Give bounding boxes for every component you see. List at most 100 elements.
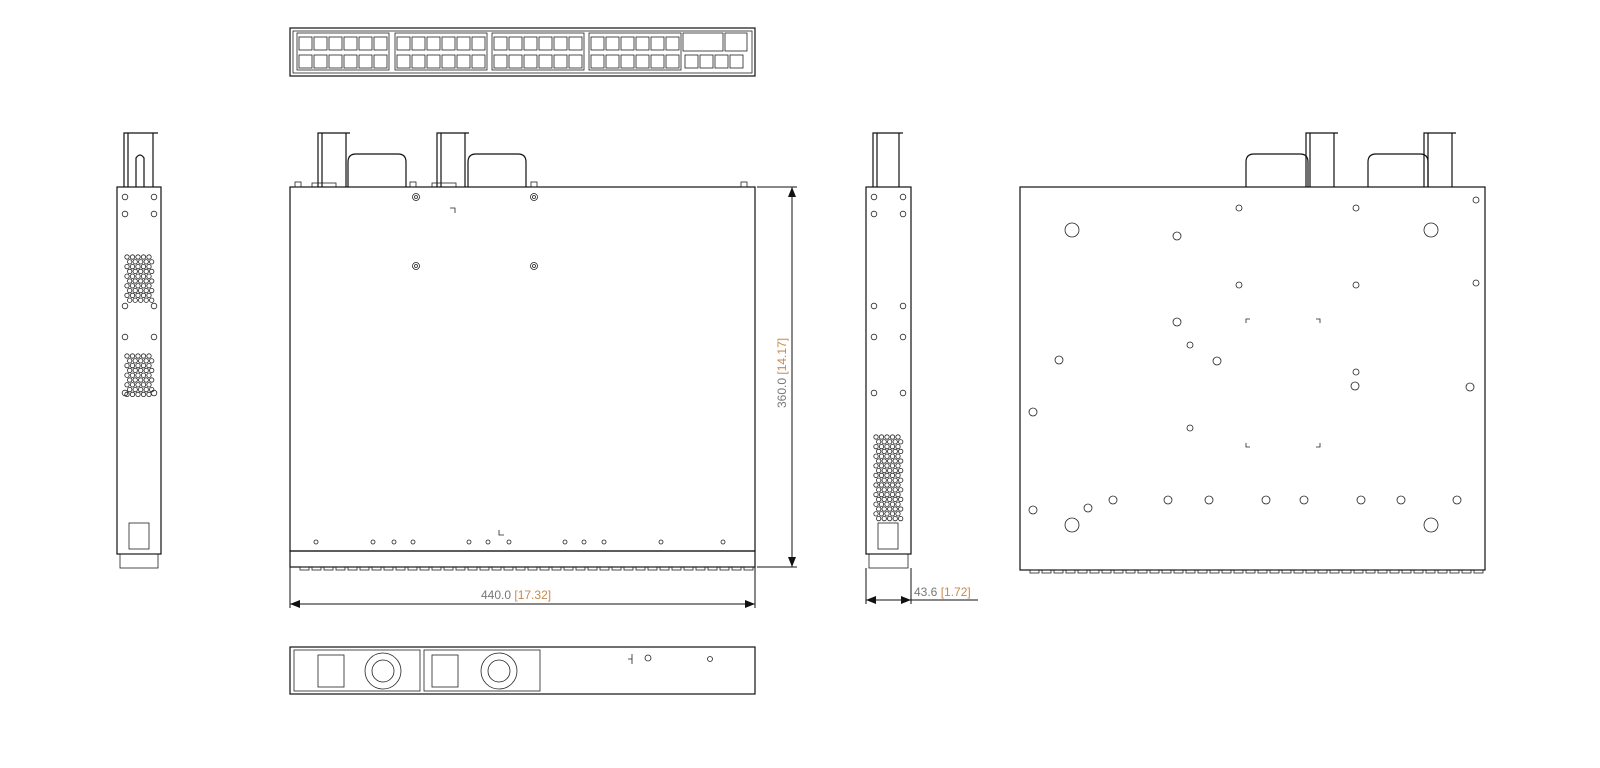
height-dimension-label: 43.6 [1.72]: [914, 585, 971, 599]
vent-hole: [132, 259, 138, 265]
vent-hole: [889, 491, 896, 498]
vent-hole: [124, 372, 130, 378]
front-port-edge: [419, 566, 430, 571]
screw-icon: [1472, 279, 1480, 287]
hex-standoff: [1396, 495, 1406, 505]
vent-hole: [146, 263, 152, 270]
front-port-edge: [539, 566, 550, 571]
vent-hole: [143, 287, 149, 294]
screw-icon: [1352, 368, 1360, 376]
port-edge: [1209, 569, 1220, 574]
foot-hole: [1423, 517, 1439, 533]
vent-hole: [135, 292, 141, 298]
rj45-port-group: [724, 32, 748, 52]
vent-hole: [881, 458, 887, 464]
screw-icon: [391, 539, 397, 545]
hex-standoff: [1172, 317, 1182, 327]
hex-standoff: [1172, 231, 1182, 241]
vent-hole: [889, 443, 896, 450]
sfp-port: [471, 36, 486, 51]
vent-hole: [889, 501, 896, 507]
vent-hole: [895, 482, 901, 488]
vent-hole: [149, 386, 155, 393]
port-edge: [1053, 569, 1064, 574]
vent-hole: [884, 434, 890, 440]
vent-hole: [127, 278, 133, 284]
sfp-port: [313, 54, 328, 69]
front-port-edge: [443, 566, 454, 571]
sfp-port: [358, 54, 373, 69]
sfp-port: [508, 54, 523, 69]
front-port-edge: [743, 566, 754, 571]
vent-hole: [132, 268, 138, 274]
port-edge: [1281, 569, 1292, 574]
connector-block: [128, 522, 150, 550]
screw-icon: [658, 539, 664, 545]
sfp-port: [568, 54, 583, 69]
dimension-width: 440.0 [17.32]: [289, 567, 756, 608]
sfp-port: [411, 36, 426, 51]
sfp-port: [665, 54, 680, 69]
vent-hole: [881, 496, 887, 502]
hex-standoff: [1452, 495, 1462, 505]
vent-hole: [889, 434, 896, 440]
vent-hole: [873, 472, 879, 478]
vent-hole: [895, 434, 901, 440]
vent-hole: [132, 287, 138, 294]
vent-hole: [127, 358, 133, 364]
port-edge: [1089, 569, 1100, 574]
vent-hole: [881, 448, 887, 454]
front-port-edge: [467, 566, 478, 571]
sfp-port: [553, 54, 568, 69]
qsfp-port: [729, 54, 744, 69]
vent-hole: [889, 511, 896, 517]
front-port-edge: [383, 566, 394, 571]
vent-hole: [892, 506, 898, 512]
front-port-edge: [707, 566, 718, 571]
sfp-port: [426, 54, 441, 69]
screw-icon: [601, 539, 607, 545]
hex-standoff: [1204, 495, 1214, 505]
vent-hole: [140, 382, 147, 388]
front-port-edge: [491, 566, 502, 571]
sfp-port: [426, 36, 441, 51]
screw-icon: [506, 539, 512, 545]
port-group: [296, 32, 390, 71]
port-edge: [1317, 569, 1328, 574]
port-edge: [1461, 569, 1472, 574]
foot-hole: [1064, 222, 1080, 238]
vent-hole: [132, 377, 138, 383]
vent-hole: [884, 443, 890, 450]
vent-hole: [873, 482, 879, 488]
screw-icon: [412, 193, 420, 201]
vent-hole: [146, 254, 152, 260]
port-edge: [1365, 569, 1376, 574]
sfp-port: [411, 54, 426, 69]
vent-hole: [876, 496, 882, 502]
screw-icon: [530, 262, 538, 270]
vent-hole: [132, 278, 138, 284]
vent-hole: [127, 377, 133, 383]
vent-hole: [873, 434, 879, 440]
vent-hole: [892, 487, 898, 493]
sfp-port: [343, 36, 358, 51]
vent-hole: [889, 453, 896, 459]
screw-icon: [720, 539, 726, 545]
screw-icon: [870, 389, 878, 397]
vent-hole: [146, 273, 152, 279]
vent-hole: [138, 268, 144, 274]
vent-hole: [876, 477, 882, 483]
vent-hole: [876, 487, 882, 493]
vent-hole: [138, 297, 144, 303]
screw-icon: [899, 210, 907, 218]
port-edge: [1041, 569, 1052, 574]
screw-icon: [412, 262, 420, 270]
front-port-edge: [587, 566, 598, 571]
vent-hole: [135, 283, 141, 289]
vent-hole: [878, 491, 885, 498]
port-edge: [1185, 569, 1196, 574]
vent-hole: [878, 482, 885, 488]
dimension-depth: 360.0 [14.17]: [757, 186, 797, 568]
screw-icon: [121, 193, 129, 201]
hex-standoff: [1356, 495, 1366, 505]
